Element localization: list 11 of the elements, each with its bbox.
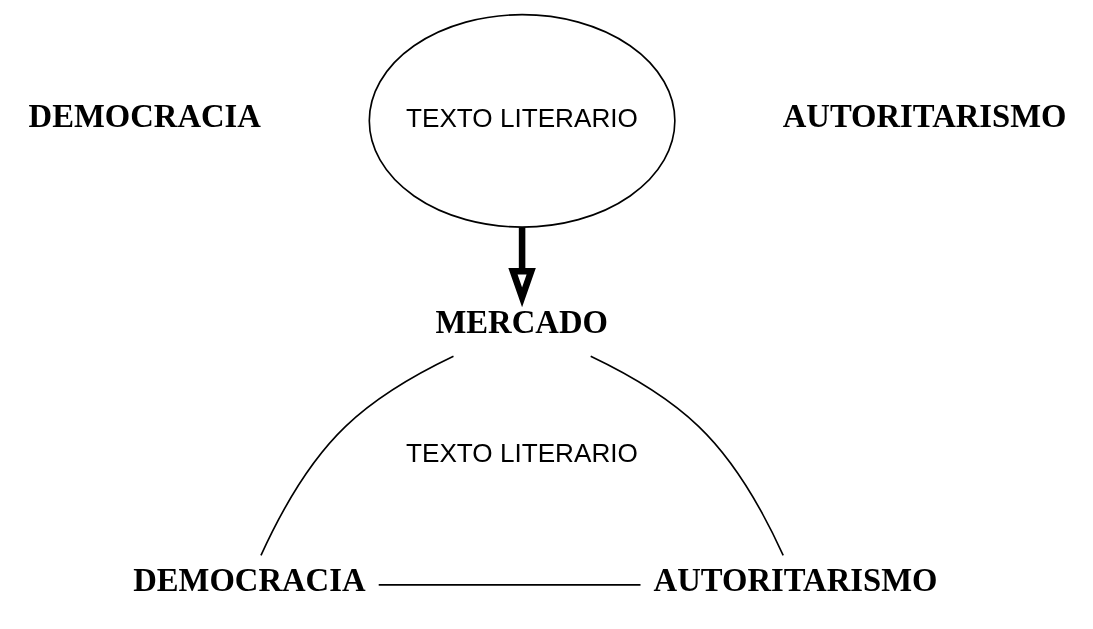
node-ellipse: TEXTO LITERARIO — [368, 13, 676, 228]
node-label: DEMOCRACIA — [28, 98, 261, 135]
node-text: MERCADO — [434, 304, 608, 341]
connector — [377, 584, 641, 586]
connector — [259, 355, 454, 557]
node-text: DEMOCRACIA — [132, 562, 366, 599]
arrow — [507, 227, 536, 308]
connector — [589, 355, 784, 557]
node-text: AUTORITARISMO — [653, 562, 937, 599]
node-label: AUTORITARISMO — [782, 98, 1067, 135]
label: TEXTO LITERARIO — [405, 438, 638, 469]
